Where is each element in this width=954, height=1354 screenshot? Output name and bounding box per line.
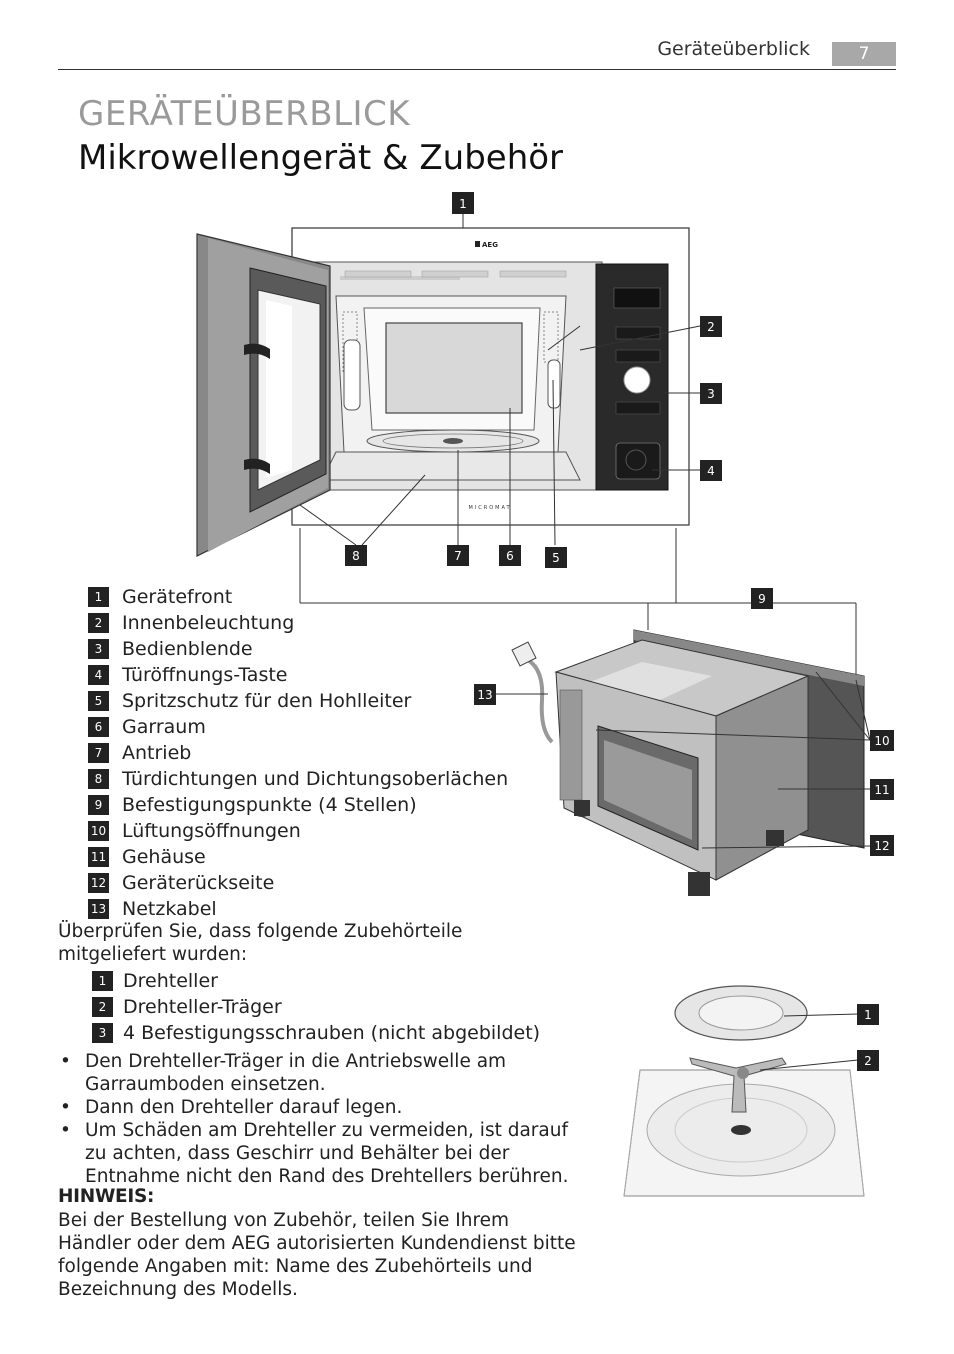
callout-5: 5	[552, 551, 560, 565]
legend-label: Türöffnungs-Taste	[122, 664, 288, 686]
note-text: Bei der Bestellung von Zubehör, teilen S…	[58, 1210, 576, 1300]
legend-label: Bedienblende	[122, 638, 253, 660]
legend-item: 12 Geräterückseite	[88, 870, 508, 896]
legend-number: 1	[88, 587, 109, 607]
page-title: GERÄTEÜBERBLICK	[78, 94, 411, 134]
callout-12: 12	[874, 839, 889, 853]
legend-item: 9 Befestigungspunkte (4 Stellen)	[88, 792, 508, 818]
legend-item: 6 Garraum	[88, 714, 508, 740]
legend-number: 13	[88, 899, 109, 919]
bullet-item: Um Schäden am Drehteller zu vermeiden, i…	[58, 1119, 578, 1188]
header-rule	[58, 69, 896, 70]
callout-10: 10	[874, 734, 889, 748]
legend-label: Geräterückseite	[122, 872, 275, 894]
legend-label: Netzkabel	[122, 898, 217, 920]
legend-number: 3	[88, 639, 109, 659]
instruction-bullets: Den Drehteller-Träger in die Antriebswel…	[58, 1050, 578, 1188]
legend-number: 2	[88, 613, 109, 633]
accessory-number: 1	[92, 971, 113, 991]
accessory-label: Drehteller-Träger	[123, 996, 282, 1018]
legend-number: 7	[88, 743, 109, 763]
accessory-item: 2 Drehteller-Träger	[92, 994, 540, 1020]
legend-label: Innenbeleuchtung	[122, 612, 295, 634]
legend-number: 10	[88, 821, 109, 841]
callout-13: 13	[477, 688, 492, 702]
accessory-item: 1 Drehteller	[92, 968, 540, 994]
callout-1: 1	[459, 197, 467, 211]
accessories-intro: Überprüfen Sie, dass folgende Zubehörtei…	[58, 921, 463, 965]
legend-label: Gehäuse	[122, 846, 206, 868]
legend-number: 5	[88, 691, 109, 711]
legend-item: 10 Lüftungsöffnungen	[88, 818, 508, 844]
callout-7: 7	[454, 549, 462, 563]
legend-label: Spritzschutz für den Hohlleiter	[122, 690, 412, 712]
callout-3: 3	[707, 387, 715, 401]
legend-item: 1 Gerätefront	[88, 584, 508, 610]
accessory-item: 3 4 Befestigungsschrauben (nicht abgebild…	[92, 1020, 540, 1046]
accessory-label: Drehteller	[123, 970, 218, 992]
legend-item: 5 Spritzschutz für den Hohlleiter	[88, 688, 508, 714]
legend-number: 11	[88, 847, 109, 867]
accessory-number: 2	[92, 997, 113, 1017]
legend-item: 3 Bedienblende	[88, 636, 508, 662]
legend-number: 12	[88, 873, 109, 893]
legend-number: 6	[88, 717, 109, 737]
callout-6: 6	[506, 549, 514, 563]
legend-label: Befestigungspunkte (4 Stellen)	[122, 794, 417, 816]
accessory-label: 4 Befestigungsschrauben (nicht abgebilde…	[123, 1022, 541, 1044]
callout-8: 8	[352, 549, 360, 563]
brand-logo: AEG	[482, 241, 498, 249]
component-legend: 1 Gerätefront 2 Innenbeleuchtung 3 Bedienbl…	[88, 584, 508, 922]
bullet-item: Den Drehteller-Träger in die Antriebswel…	[58, 1050, 578, 1096]
callout-9: 9	[758, 592, 766, 606]
accessory-number: 3	[92, 1023, 113, 1043]
acc-callout-1: 1	[864, 1008, 872, 1022]
legend-item: 2 Innenbeleuchtung	[88, 610, 508, 636]
model-label: MICROMAT	[468, 505, 511, 511]
legend-number: 9	[88, 795, 109, 815]
bullet-item: Dann den Drehteller darauf legen.	[58, 1096, 578, 1119]
running-header-section: Geräteüberblick	[657, 38, 810, 60]
legend-label: Gerätefront	[122, 586, 233, 608]
legend-label: Türdichtungen und Dichtungsoberlächen	[122, 768, 509, 790]
legend-label: Antrieb	[122, 742, 192, 764]
callout-11: 11	[874, 783, 889, 797]
page-subtitle: Mikrowellengerät & Zubehör	[78, 138, 564, 178]
legend-number: 8	[88, 769, 109, 789]
legend-item: 13 Netzkabel	[88, 896, 508, 922]
legend-item: 4 Türöffnungs-Taste	[88, 662, 508, 688]
legend-label: Lüftungsöffnungen	[122, 820, 301, 842]
legend-number: 4	[88, 665, 109, 685]
page-number: 7	[832, 42, 896, 66]
legend-item: 8 Türdichtungen und Dichtungsoberlächen	[88, 766, 508, 792]
callout-4: 4	[707, 464, 715, 478]
acc-callout-2: 2	[864, 1054, 872, 1068]
callout-2: 2	[707, 320, 715, 334]
note-heading: HINWEIS:	[58, 1186, 155, 1207]
legend-label: Garraum	[122, 716, 206, 738]
legend-item: 11 Gehäuse	[88, 844, 508, 870]
accessories-list: 1 Drehteller 2 Drehteller-Träger 3 4 Befest…	[92, 968, 540, 1046]
legend-item: 7 Antrieb	[88, 740, 508, 766]
